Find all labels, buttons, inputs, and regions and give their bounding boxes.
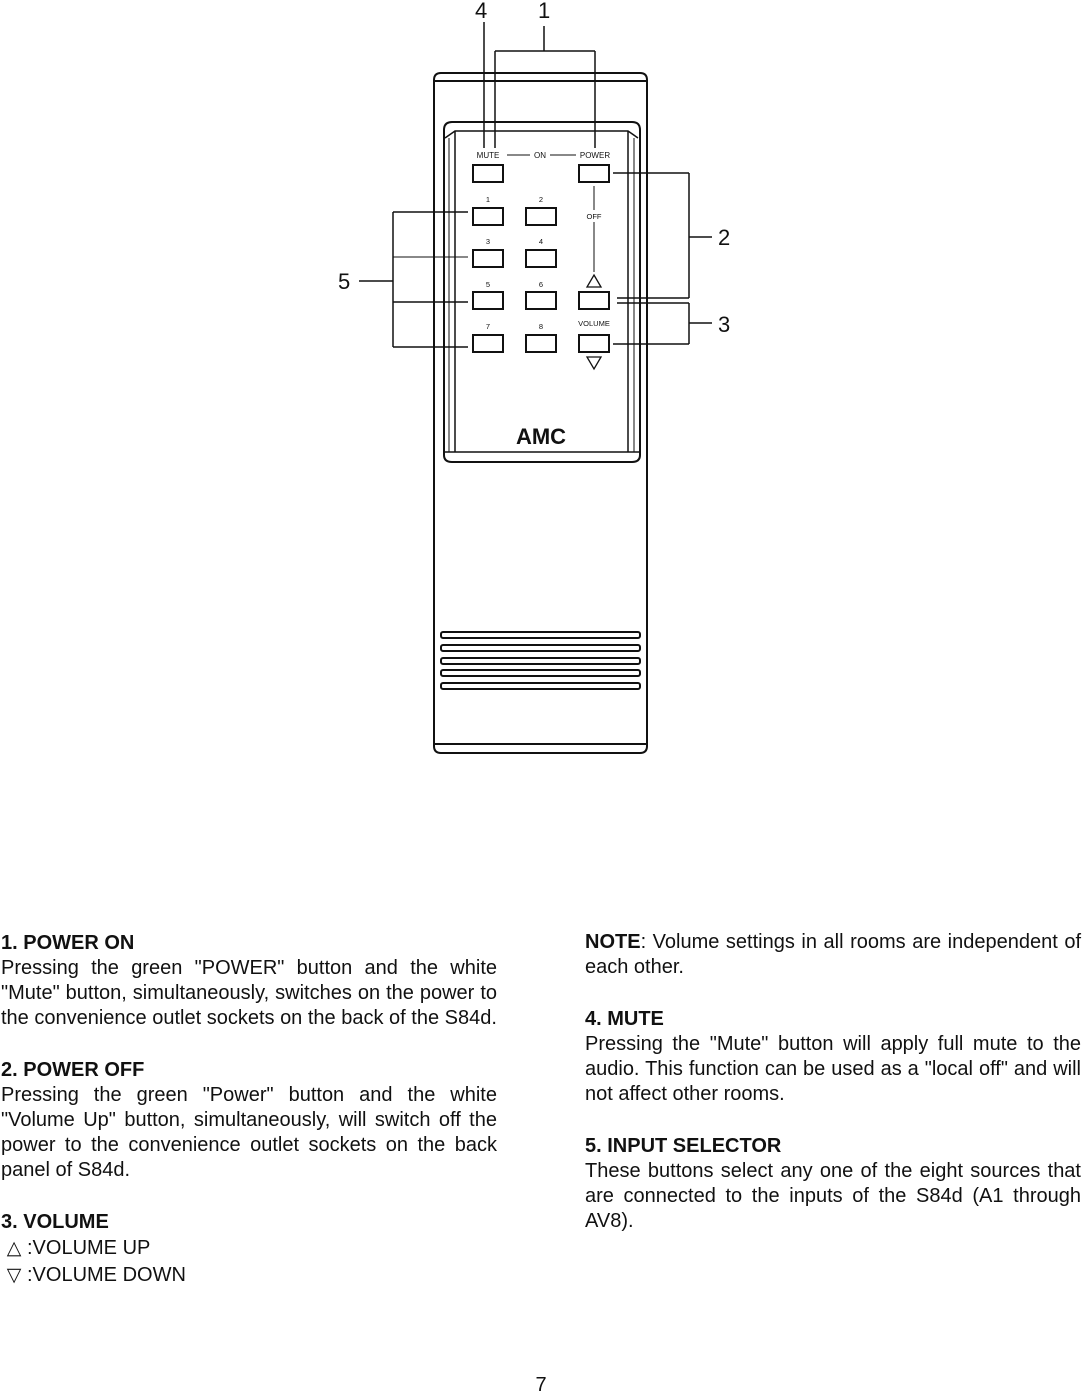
input-label-1: 1 [486,195,490,204]
input-button-3[interactable] [472,249,504,268]
section-volume: 3. VOLUME △:VOLUME UP ▽:VOLUME DOWN [1,1209,497,1289]
note-block: NOTE: Volume settings in all rooms are i… [585,930,1081,980]
volume-up-triangle-icon [585,273,603,288]
section-body: These buttons select any one of the eigh… [585,1160,1081,1232]
section-heading: 2. POWER OFF [1,1059,145,1081]
input-label-6: 6 [539,280,543,289]
input-button-2[interactable] [525,207,557,226]
input-label-3: 3 [486,237,490,246]
section-heading: 1. POWER ON [1,932,135,954]
input-button-1[interactable] [472,207,504,226]
speaker-grille [440,631,641,690]
section-body: Pressing the "Mute" button will apply fu… [585,1033,1081,1105]
section-power-off: 2. POWER OFF Pressing the green "Power" … [1,1057,497,1183]
callout-lines [359,22,712,348]
section-input-selector: 5. INPUT SELECTOR These buttons select a… [585,1133,1081,1234]
input-button-6[interactable] [525,291,557,310]
section-heading: 5. INPUT SELECTOR [585,1135,782,1157]
input-button-5[interactable] [472,291,504,310]
note-body: : Volume settings in all rooms are indep… [585,931,1081,978]
input-label-7: 7 [486,322,490,331]
section-mute: 4. MUTE Pressing the "Mute" button will … [585,1006,1081,1107]
section-heading: 3. VOLUME [1,1211,109,1233]
input-label-4: 4 [539,237,543,246]
mute-button[interactable] [472,164,504,183]
volume-down-triangle-icon [585,356,603,371]
callout-4: 4 [475,0,487,23]
volume-up-text: :VOLUME UP [27,1237,151,1259]
input-button-4[interactable] [525,249,557,268]
remote-face-plate [443,121,641,463]
remote-control-diagram: 4 1 2 3 5 MUTE ON POWER OFF VOLUME 1 2 3… [338,0,730,754]
note-text: NOTE: Volume settings in all rooms are i… [585,930,1081,980]
brand-logo: AMC [516,424,566,449]
callout-1: 1 [538,0,550,23]
input-button-8[interactable] [525,334,557,353]
section-heading: 4. MUTE [585,1008,664,1030]
section-body: Pressing the green "POWER" button and th… [1,957,497,1029]
input-button-7[interactable] [472,334,504,353]
triangle-up-icon: △ [6,1238,22,1259]
volume-label: VOLUME [578,319,610,328]
mute-label: MUTE [477,151,500,160]
off-label: OFF [587,212,602,221]
note-label: NOTE [585,931,641,953]
volume-down-button[interactable] [578,334,610,353]
remote-body [433,72,648,754]
callout-5: 5 [338,269,350,294]
on-label: ON [534,151,546,160]
volume-down-line: ▽:VOLUME DOWN [1,1262,497,1289]
right-column: NOTE: Volume settings in all rooms are i… [585,930,1081,1260]
input-label-8: 8 [539,322,543,331]
power-label: POWER [580,151,610,160]
power-button[interactable] [578,164,610,183]
volume-up-button[interactable] [578,291,610,310]
callout-2: 2 [718,225,730,250]
triangle-down-icon: ▽ [6,1265,22,1286]
volume-down-text: :VOLUME DOWN [27,1264,186,1286]
callout-3: 3 [718,312,730,337]
section-power-on: 1. POWER ON Pressing the green "POWER" b… [1,930,497,1031]
page-number: 7 [535,1374,547,1396]
input-label-5: 5 [486,280,490,289]
section-body: Pressing the green "Power" button and th… [1,1084,497,1181]
volume-up-line: △:VOLUME UP [1,1235,497,1262]
input-label-2: 2 [539,195,543,204]
left-column: 1. POWER ON Pressing the green "POWER" b… [1,930,497,1315]
